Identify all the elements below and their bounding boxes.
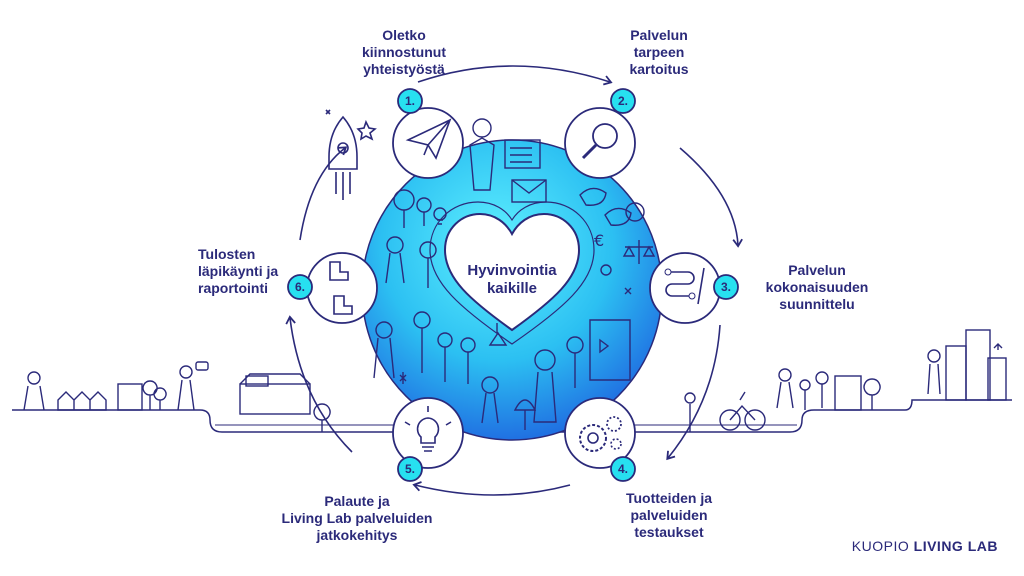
magnifier-icon [592, 123, 618, 149]
step-1-number: 1. [404, 94, 415, 108]
step-4-label: Tuotteiden ja palveluiden testaukset [604, 490, 734, 541]
rocket-icon [325, 109, 377, 200]
step-3-label-line: kokonaisuuden [765, 279, 869, 295]
step-4-label-line: Tuotteiden ja [625, 490, 713, 506]
step-4-label-line: palveluiden [630, 507, 708, 523]
step-1-label-line: Oletko [382, 27, 426, 43]
path-pen-icon [665, 267, 705, 305]
paper-plane-icon [405, 118, 452, 160]
step-3-number: 3. [720, 280, 731, 294]
left-village [23, 361, 331, 432]
center-title: Hyvinvointia kaikille [452, 262, 572, 298]
step-1-label-line: kiinnostunut [362, 44, 446, 60]
step-3-label-line: suunnittelu [779, 296, 855, 312]
step-2-circle [564, 107, 636, 179]
step-6-label-line: Tulosten [198, 246, 256, 262]
right-city [684, 329, 1007, 432]
step-1-circle [392, 107, 464, 179]
step-6-circle [306, 252, 378, 324]
step-6-label-line: raportointi [198, 280, 268, 296]
step-5-number: 5. [404, 462, 415, 476]
step-6-label-line: läpikäynti ja [198, 263, 279, 279]
step-2-number: 2. [617, 94, 628, 108]
thumbs-up-icon [329, 261, 353, 315]
step-3-label-line: Palvelun [788, 262, 846, 278]
brand-logo-text: KUOPIO LIVING LAB [852, 538, 998, 554]
center-title-line-2: kaikille [486, 280, 538, 297]
step-6-number: 6. [294, 280, 305, 294]
heart-icon [443, 212, 581, 332]
step-4-circle [564, 397, 636, 469]
brand-prefix: KUOPIO [851, 538, 910, 554]
step-2-label: Palvelun tarpeen kartoitus [604, 27, 714, 78]
step-5-label-line: jatkokehitys [316, 527, 398, 543]
step-5-label: Palaute ja Living Lab palveluiden jatkok… [262, 493, 452, 544]
circle-doodles: € [373, 118, 656, 430]
step-5-label-line: Palaute ja [324, 493, 390, 509]
step-2-label-line: kartoitus [629, 61, 689, 77]
step-2-label-line: tarpeen [633, 44, 685, 60]
brand-name: LIVING LAB [913, 538, 998, 554]
step-5-label-line: Living Lab palveluiden [281, 510, 433, 526]
step-1-label: Oletko kiinnostunut yhteistyöstä [334, 27, 474, 78]
step-2-label-line: Palvelun [630, 27, 688, 43]
step-5-circle [392, 397, 464, 469]
step-4-number: 4. [617, 462, 628, 476]
step-3-label: Palvelun kokonaisuuden suunnittelu [752, 262, 882, 313]
center-title-line-1: Hyvinvointia [467, 262, 557, 279]
gears-icon [579, 424, 607, 452]
step-4-label-line: testaukset [634, 524, 704, 540]
step-6-label: Tulosten läpikäynti ja raportointi [198, 246, 298, 297]
landscape-line [12, 399, 1012, 433]
svg-text:€: € [594, 231, 604, 250]
lightbulb-icon [404, 406, 452, 452]
step-3-circle [649, 252, 721, 324]
step-1-label-line: yhteistyöstä [363, 61, 445, 77]
